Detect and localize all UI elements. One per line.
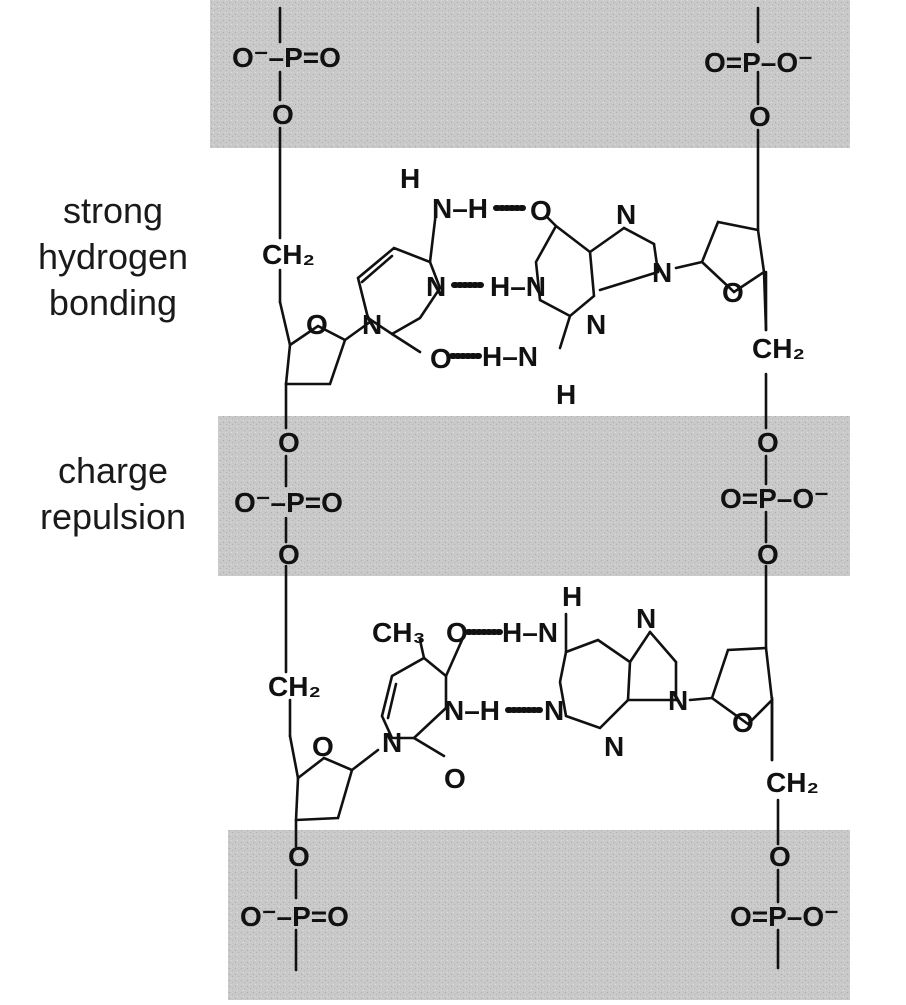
- guanine-hn1: H–N: [490, 271, 546, 302]
- hbond-label: strong hydrogen bonding: [18, 188, 208, 326]
- adenine-h: H: [562, 581, 582, 612]
- thymine-o4: O: [446, 617, 468, 648]
- oxygen-right-top: O: [749, 101, 771, 132]
- sugar-oxygen-left-upper: O: [306, 309, 328, 340]
- ch2-right-lower: CH₂: [766, 767, 819, 798]
- cytosine-h: H: [400, 163, 420, 194]
- ch2-left-upper: CH₂: [262, 239, 315, 270]
- phosphate-left-top: O⁻–P=O: [232, 42, 341, 73]
- thymine-nh: N–H: [444, 695, 500, 726]
- phosphate-right-bottom: O=P–O⁻: [730, 901, 839, 932]
- guanine-n3: N: [586, 309, 606, 340]
- ch2-left-lower: CH₂: [268, 671, 321, 702]
- phosphate-band-top: [210, 0, 850, 148]
- thymine-ch3: CH₃: [372, 617, 425, 648]
- oxygen-right-bottom: O: [769, 841, 791, 872]
- guanine-o6: O: [530, 195, 552, 226]
- hbond-label-line3: bonding: [48, 282, 178, 323]
- adenine-hn6: H–N: [502, 617, 558, 648]
- adenine-n9: N: [668, 685, 688, 716]
- phosphate-right-mid: O=P–O⁻: [720, 483, 829, 514]
- oxygen-right-mid1: O: [757, 427, 779, 458]
- phosphate-band-middle: [218, 416, 850, 576]
- oxygen-left-mid1: O: [278, 427, 300, 458]
- sugar-oxygen-left-lower: O: [312, 731, 334, 762]
- thymine-o2: O: [444, 763, 466, 794]
- ch2-right-upper: CH₂: [752, 333, 805, 364]
- guanine-n7: N: [616, 199, 636, 230]
- cytosine-n3: N: [426, 271, 446, 302]
- adenine-n1: N: [544, 695, 564, 726]
- phosphate-right-top: O=P–O⁻: [704, 47, 813, 78]
- oxygen-right-mid2: O: [757, 539, 779, 570]
- thymine-n1: N: [382, 727, 402, 758]
- repulsion-label: charge repulsion: [18, 448, 208, 540]
- repulsion-label-line1: charge: [57, 450, 169, 491]
- guanine-n9: N: [652, 257, 672, 288]
- adenine-n7: N: [636, 603, 656, 634]
- phosphate-left-mid: O⁻–P=O: [234, 487, 343, 518]
- repulsion-label-line2: repulsion: [39, 496, 187, 537]
- sugar-oxygen-right-lower: O: [732, 707, 754, 738]
- hbond-label-line2: hydrogen: [37, 236, 189, 277]
- cytosine-n1: N: [362, 309, 382, 340]
- hbond-label-line1: strong: [62, 190, 164, 231]
- guanine-h2: H: [556, 379, 576, 410]
- guanine-hn2: H–N: [482, 341, 538, 372]
- oxygen-left-mid2: O: [278, 539, 300, 570]
- phosphate-band-bottom: [228, 830, 850, 1000]
- cytosine-o2: O: [430, 343, 452, 374]
- sugar-oxygen-right-upper: O: [722, 277, 744, 308]
- oxygen-left-top: O: [272, 99, 294, 130]
- phosphate-left-bottom: O⁻–P=O: [240, 901, 349, 932]
- cytosine-nh: N–H: [432, 193, 488, 224]
- oxygen-left-bottom: O: [288, 841, 310, 872]
- adenine-n3: N: [604, 731, 624, 762]
